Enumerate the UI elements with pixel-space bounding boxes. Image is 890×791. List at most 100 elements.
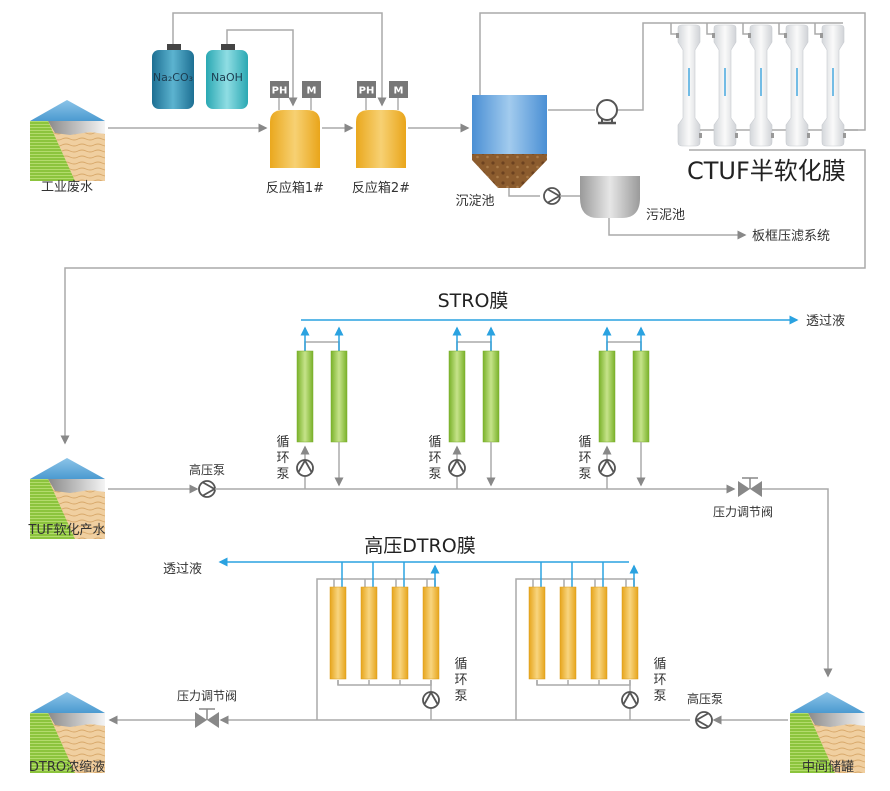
m-sensor-badge: [302, 81, 321, 98]
dtro-bottom-collector: [536, 680, 631, 686]
dtro-group: 循环泵: [316, 562, 468, 720]
pressure-valve-2-label: 压力调节阀: [177, 689, 237, 703]
ctuf-port: [676, 33, 679, 38]
pressure-valve-2-icon: [194, 708, 220, 729]
circulation-pump-label: 循环泵: [578, 435, 591, 482]
stro-membrane: [598, 350, 616, 443]
ctuf-module: [778, 23, 822, 147]
ph-sensor-badge: [270, 81, 289, 98]
stro-membrane-groups: 循环泵 循环泵 循环泵: [276, 326, 650, 489]
stro-permeate-label: 透过液: [806, 314, 845, 329]
m-sensor-label: M: [307, 86, 317, 97]
stro-membrane: [632, 350, 650, 443]
pipe-ctuf-bottom-collector: [60, 149, 866, 445]
hp-pump-1-label: 高压泵: [189, 462, 225, 477]
ctuf-inlet-pipe: [778, 23, 785, 35]
dtro-membrane: [422, 586, 440, 680]
dtro-membrane: [621, 586, 639, 680]
ctuf-port: [807, 133, 810, 138]
ctuf-module: [814, 23, 858, 147]
circulation-pump-icon: [598, 459, 616, 477]
naoh-label: NaOH: [211, 71, 243, 84]
dtro-bottom-collector: [337, 680, 432, 686]
ctuf-port: [748, 33, 751, 38]
circulation-pump-icon: [296, 459, 314, 477]
dtro-group: 循环泵: [515, 562, 667, 720]
pipe-settling-to-sludge: [508, 188, 540, 197]
ctuf-port: [843, 133, 846, 138]
reactor-1: PH M: [270, 81, 321, 168]
ctuf-membrane-array: [670, 23, 858, 147]
hp-pump-2-icon: [695, 711, 713, 729]
pressure-valve-1-label: 压力调节阀: [713, 505, 773, 519]
ctuf-port: [820, 33, 823, 38]
ctuf-port: [784, 33, 787, 38]
pipe-sludge-to-filter-press: [608, 218, 747, 240]
ctuf-brand-logo: [832, 68, 834, 96]
ctuf-inlet-pipe: [742, 23, 749, 35]
ctuf-inlet-pipe: [814, 23, 821, 35]
ctuf-port: [712, 33, 715, 38]
hp-pump-1-icon: [198, 480, 216, 498]
dtro-membrane: [528, 586, 546, 680]
sludge-pump-icon: [543, 187, 561, 205]
pipe-valve-to-intermediate: [762, 488, 833, 678]
stro-group: 循环泵: [578, 326, 650, 489]
dtro-concentrate-label: DTRO浓缩液: [29, 759, 105, 775]
ph-sensor-label: PH: [359, 86, 375, 97]
ctuf-port: [735, 133, 738, 138]
pipe-settling-top-loop: [479, 12, 866, 131]
ctuf-brand-logo: [760, 68, 762, 96]
sludge-tank: [580, 176, 640, 218]
naoh-tank: NaOH: [206, 44, 248, 109]
ctuf-module: [742, 23, 786, 147]
stro-title: STRO膜: [438, 290, 509, 312]
ctuf-title: CTUF半软化膜: [687, 157, 846, 185]
hp-pump-2-label: 高压泵: [687, 691, 723, 706]
settling-tank: [472, 95, 547, 188]
circulation-pump-label: 循环泵: [454, 657, 467, 704]
circulation-pump-icon: [422, 691, 440, 709]
ctuf-module: [670, 23, 714, 147]
industrial-wastewater-tank: [30, 100, 105, 181]
circulation-pump-icon: [448, 459, 466, 477]
dtro-membrane: [360, 586, 378, 680]
settling-tank-label: 沉淀池: [455, 194, 494, 209]
ctuf-port: [699, 133, 702, 138]
stro-interconnect-pipe: [456, 341, 492, 352]
na2co3-tank: Na₂CO₃: [152, 44, 194, 109]
dtro-title: 高压DTRO膜: [364, 535, 475, 557]
dtro-membrane-groups: 循环泵 循环泵: [316, 562, 667, 720]
ph-sensor-label: PH: [272, 86, 288, 97]
dtro-permeate-label: 透过液: [163, 562, 202, 577]
ctuf-feed-pump-icon: [596, 99, 618, 125]
stro-membrane: [448, 350, 466, 443]
circulation-pump-label: 循环泵: [428, 435, 441, 482]
dtro-membrane: [559, 586, 577, 680]
dtro-membrane: [329, 586, 347, 680]
m-sensor-badge: [389, 81, 408, 98]
ctuf-port: [771, 133, 774, 138]
stro-interconnect-pipe: [606, 341, 642, 352]
ctuf-inlet-pipe: [670, 23, 677, 35]
stro-membrane: [482, 350, 500, 443]
dtro-membrane: [590, 586, 608, 680]
circulation-pump-label: 循环泵: [653, 657, 666, 704]
ph-sensor-badge: [357, 81, 376, 98]
intermediate-tank-label: 中间储罐: [802, 760, 854, 775]
pipe-naoh-to-reactor1: [226, 29, 298, 107]
stro-membrane: [330, 350, 348, 443]
stro-group: 循环泵: [428, 326, 500, 489]
ctuf-brand-logo: [796, 68, 798, 96]
ctuf-inlet-pipe: [706, 23, 713, 35]
industrial-wastewater-label: 工业废水: [41, 179, 93, 195]
reactor-2: PH M: [356, 81, 408, 168]
ctuf-module: [706, 23, 750, 147]
dtro-membrane: [391, 586, 409, 680]
na2co3-label: Na₂CO₃: [153, 71, 193, 84]
filter-press-label: 板框压滤系统: [752, 229, 830, 244]
stro-membrane: [296, 350, 314, 443]
circulation-pump-label: 循环泵: [276, 435, 289, 482]
pipe-na2co3-to-reactor2: [172, 12, 387, 107]
